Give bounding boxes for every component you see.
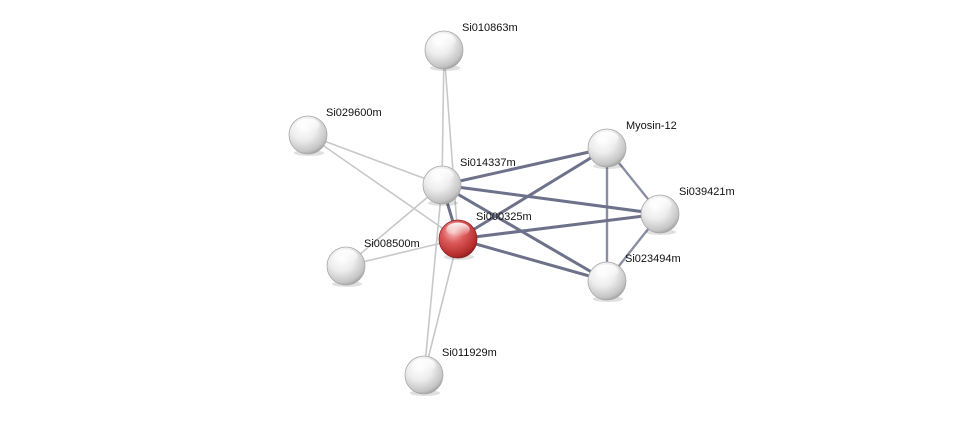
node-si011929m[interactable]: Si011929m <box>404 347 497 396</box>
node-label: Si010863m <box>462 22 518 34</box>
node-highlight <box>334 249 358 264</box>
node-label: Si011929m <box>442 347 497 359</box>
node-highlight <box>446 222 470 237</box>
node-label: Si008500m <box>364 238 420 250</box>
edge-si014337m-si010863m[interactable] <box>441 49 445 186</box>
node-highlight <box>648 197 672 212</box>
edge-si011929m-si014337m[interactable] <box>423 184 443 376</box>
node-si029600m[interactable]: Si029600m <box>288 107 382 156</box>
edge-si000325m-si010863m[interactable] <box>443 49 459 240</box>
nodes-layer: Si010863mSi029600mMyosin-12Si014337mSi03… <box>288 22 735 396</box>
edge-si014337m-myosin-12[interactable] <box>440 146 609 187</box>
edge-si008500m-si014337m[interactable] <box>345 184 443 267</box>
node-highlight <box>430 168 454 183</box>
node-si023494m[interactable]: Si023494m <box>587 253 681 302</box>
node-si014337m[interactable]: Si014337m <box>422 157 516 206</box>
edge-si014337m-si039421m[interactable] <box>440 183 662 216</box>
node-highlight <box>595 131 619 146</box>
node-label: Si023494m <box>625 253 681 265</box>
node-highlight <box>412 358 436 373</box>
node-si039421m[interactable]: Si039421m <box>640 186 735 235</box>
edge-si000325m-si023494m[interactable] <box>456 237 609 283</box>
edge-si014337m-si023494m[interactable] <box>440 183 609 283</box>
node-label: Si000325m <box>476 211 532 223</box>
node-si010863m[interactable]: Si010863m <box>424 22 518 71</box>
node-label: Si014337m <box>460 157 516 169</box>
node-label: Si039421m <box>679 186 735 198</box>
node-highlight <box>432 33 456 48</box>
node-si000325m[interactable]: Si000325m <box>438 211 532 260</box>
edge-si000325m-si039421m[interactable] <box>456 212 662 241</box>
node-label: Myosin-12 <box>626 120 677 132</box>
edge-si029600m-si014337m[interactable] <box>307 134 443 186</box>
edge-si011929m-si000325m[interactable] <box>423 238 459 376</box>
node-si008500m[interactable]: Si008500m <box>326 238 420 287</box>
node-myosin-12[interactable]: Myosin-12 <box>587 120 677 169</box>
edge-si000325m-myosin-12[interactable] <box>456 146 609 241</box>
node-highlight <box>296 118 320 133</box>
node-label: Si029600m <box>326 107 382 119</box>
node-highlight <box>595 264 619 279</box>
edge-si029600m-si000325m[interactable] <box>307 134 459 240</box>
